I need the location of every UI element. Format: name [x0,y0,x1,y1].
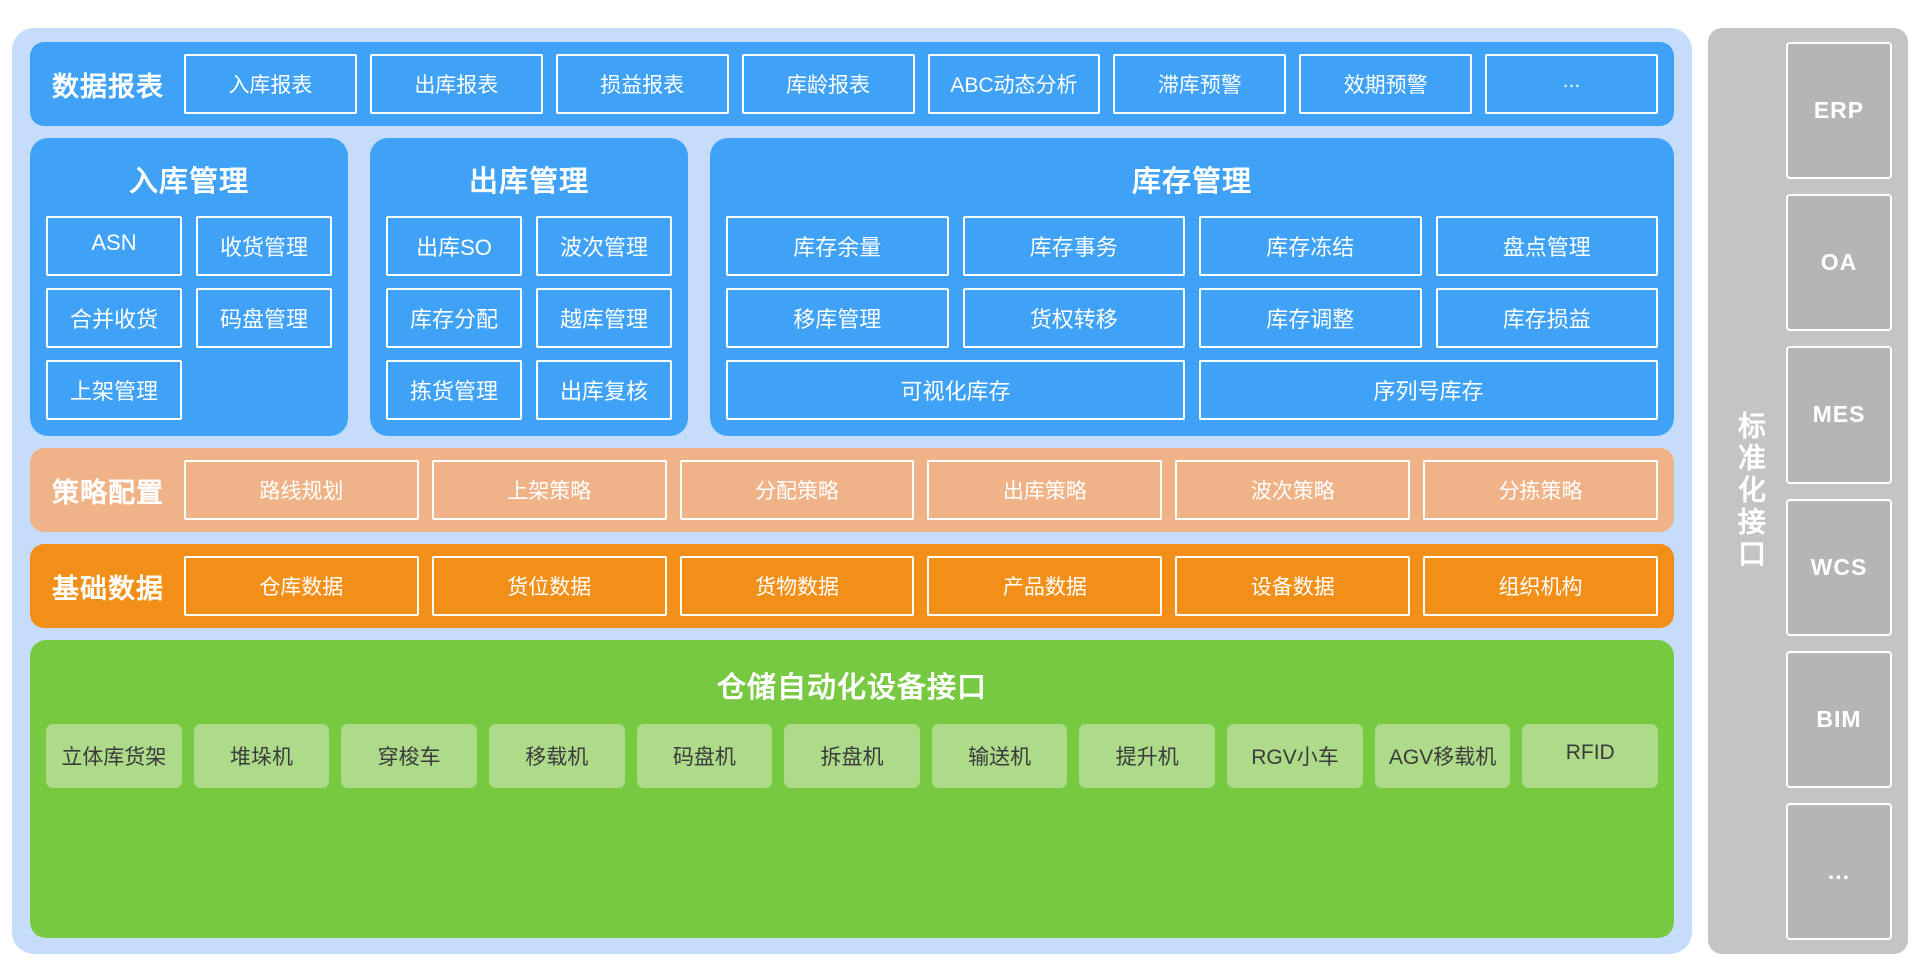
strategy-chip-sorting[interactable]: 分拣策略 [1423,460,1658,520]
strategy-config-band: 策略配置 路线规划 上架策略 分配策略 出库策略 波次策略 分拣策略 [30,448,1674,532]
equipment-chip-stacker-crane[interactable]: 堆垛机 [193,724,330,788]
stock-item-ownership-transfer[interactable]: 货权转移 [962,288,1185,348]
module-inbound-title: 入库管理 [128,166,249,198]
standard-interface-sidebar: 标准化接口 ERP OA MES WCS BIM ... [1708,28,1908,954]
equipment-chip-agv[interactable]: AGV移载机 [1374,724,1511,788]
data-report-title: 数据报表 [52,71,164,102]
base-data-chip-list: 仓库数据 货位数据 货物数据 产品数据 设备数据 组织机构 [184,556,1658,616]
equipment-chip-depalletizer[interactable]: 拆盘机 [784,724,920,788]
outbound-item-wave[interactable]: 波次管理 [536,216,672,276]
data-report-band: 数据报表 入库报表 出库报表 损益报表 库龄报表 ABC动态分析 滞库预警 效期… [30,42,1674,126]
modules-row: 入库管理 ASN 收货管理 合并收货 码盘管理 上架管理 出库管理 出库SO 波… [30,138,1674,436]
report-chip-expiry-alert[interactable]: 效期预警 [1299,54,1473,114]
data-report-chip-list: 入库报表 出库报表 损益报表 库龄报表 ABC动态分析 滞库预警 效期预警 ..… [184,54,1658,114]
strategy-chip-wave[interactable]: 波次策略 [1175,460,1411,520]
outbound-item-recheck[interactable]: 出库复核 [536,360,672,420]
report-chip-outbound[interactable]: 出库报表 [369,54,543,114]
outbound-item-allocation[interactable]: 库存分配 [386,288,522,348]
basedata-chip-location[interactable]: 货位数据 [431,556,667,616]
stock-item-freeze[interactable]: 库存冻结 [1199,216,1422,276]
stock-item-counting[interactable]: 盘点管理 [1435,216,1658,276]
sidebar-vertical-label: 标准化接口 [1735,411,1766,571]
module-outbound-title: 出库管理 [468,166,589,198]
equipment-chip-conveyor[interactable]: 输送机 [931,724,1068,788]
strategy-chip-route-planning[interactable]: 路线规划 [184,460,419,520]
outbound-item-picking[interactable]: 拣货管理 [386,360,522,420]
module-inbound-grid: ASN 收货管理 合并收货 码盘管理 上架管理 [46,216,332,420]
basedata-chip-organization[interactable]: 组织机构 [1423,556,1658,616]
stock-item-serial-inventory[interactable]: 序列号库存 [1199,360,1658,420]
sidebar-item-list: ERP OA MES WCS BIM ... [1786,42,1892,941]
module-stock-grid: 库存余量 库存事务 库存冻结 盘点管理 移库管理 货权转移 库存调整 库存损益 … [726,216,1658,420]
report-chip-abc-analysis[interactable]: ABC动态分析 [927,54,1101,114]
wms-platform-panel: 数据报表 入库报表 出库报表 损益报表 库龄报表 ABC动态分析 滞库预警 效期… [12,28,1692,954]
equipment-interface-band: 仓储自动化设备接口 立体库货架 堆垛机 穿梭车 移载机 码盘机 拆盘机 输送机 … [30,640,1674,938]
equipment-chip-palletizer[interactable]: 码盘机 [636,724,773,788]
equipment-chip-asrs-rack[interactable]: 立体库货架 [46,724,182,788]
strategy-chip-outbound[interactable]: 出库策略 [927,460,1163,520]
basedata-chip-goods[interactable]: 货物数据 [679,556,915,616]
strategy-chip-allocation[interactable]: 分配策略 [679,460,915,520]
outbound-item-crossdock[interactable]: 越库管理 [536,288,672,348]
sidebar-item-erp[interactable]: ERP [1786,42,1892,180]
basedata-chip-equipment[interactable]: 设备数据 [1175,556,1411,616]
report-chip-more[interactable]: ... [1485,54,1658,114]
stock-item-visual-inventory[interactable]: 可视化库存 [726,360,1185,420]
sidebar-item-wcs[interactable]: WCS [1786,498,1892,636]
module-stock-title: 库存管理 [1131,166,1252,198]
inbound-item-putaway[interactable]: 上架管理 [46,360,182,420]
equipment-chip-shuttle[interactable]: 穿梭车 [341,724,477,788]
stock-item-adjustment[interactable]: 库存调整 [1199,288,1422,348]
report-chip-inbound[interactable]: 入库报表 [184,54,357,114]
strategy-config-title: 策略配置 [52,477,164,508]
sidebar-item-bim[interactable]: BIM [1786,650,1892,788]
inbound-item-merge-receiving[interactable]: 合并收货 [46,288,182,348]
report-chip-profit-loss[interactable]: 损益报表 [555,54,729,114]
basedata-chip-product[interactable]: 产品数据 [927,556,1163,616]
stock-item-transfer[interactable]: 移库管理 [726,288,949,348]
sidebar-item-more[interactable]: ... [1786,802,1892,941]
equipment-chip-rgv[interactable]: RGV小车 [1227,724,1363,788]
strategy-chip-putaway[interactable]: 上架策略 [431,460,667,520]
inbound-item-receiving[interactable]: 收货管理 [196,216,332,276]
equipment-chip-list: 立体库货架 堆垛机 穿梭车 移载机 码盘机 拆盘机 输送机 提升机 RGV小车 … [46,724,1659,788]
base-data-title: 基础数据 [52,573,164,604]
equipment-chip-transfer-machine[interactable]: 移载机 [488,724,625,788]
stock-item-balance[interactable]: 库存余量 [726,216,949,276]
module-outbound-management: 出库管理 出库SO 波次管理 库存分配 越库管理 拣货管理 出库复核 [370,138,688,436]
report-chip-stock-age[interactable]: 库龄报表 [741,54,915,114]
module-stock-management: 库存管理 库存余量 库存事务 库存冻结 盘点管理 移库管理 货权转移 库存调整 … [710,138,1674,436]
stock-item-profit-loss[interactable]: 库存损益 [1435,288,1658,348]
report-chip-slow-moving-alert[interactable]: 滞库预警 [1113,54,1287,114]
equipment-chip-lifter[interactable]: 提升机 [1079,724,1216,788]
module-inbound-management: 入库管理 ASN 收货管理 合并收货 码盘管理 上架管理 [30,138,348,436]
equipment-chip-rfid[interactable]: RFID [1522,724,1659,788]
module-outbound-grid: 出库SO 波次管理 库存分配 越库管理 拣货管理 出库复核 [386,216,672,420]
base-data-band: 基础数据 仓库数据 货位数据 货物数据 产品数据 设备数据 组织机构 [30,544,1674,628]
sidebar-item-oa[interactable]: OA [1786,194,1892,332]
basedata-chip-warehouse[interactable]: 仓库数据 [184,556,419,616]
strategy-chip-list: 路线规划 上架策略 分配策略 出库策略 波次策略 分拣策略 [184,460,1658,520]
inbound-item-palletizing[interactable]: 码盘管理 [196,288,332,348]
stock-item-transaction[interactable]: 库存事务 [962,216,1185,276]
inbound-item-asn[interactable]: ASN [46,216,182,276]
outbound-item-so[interactable]: 出库SO [386,216,522,276]
sidebar-item-mes[interactable]: MES [1786,346,1892,484]
equipment-interface-title: 仓储自动化设备接口 [716,672,987,704]
